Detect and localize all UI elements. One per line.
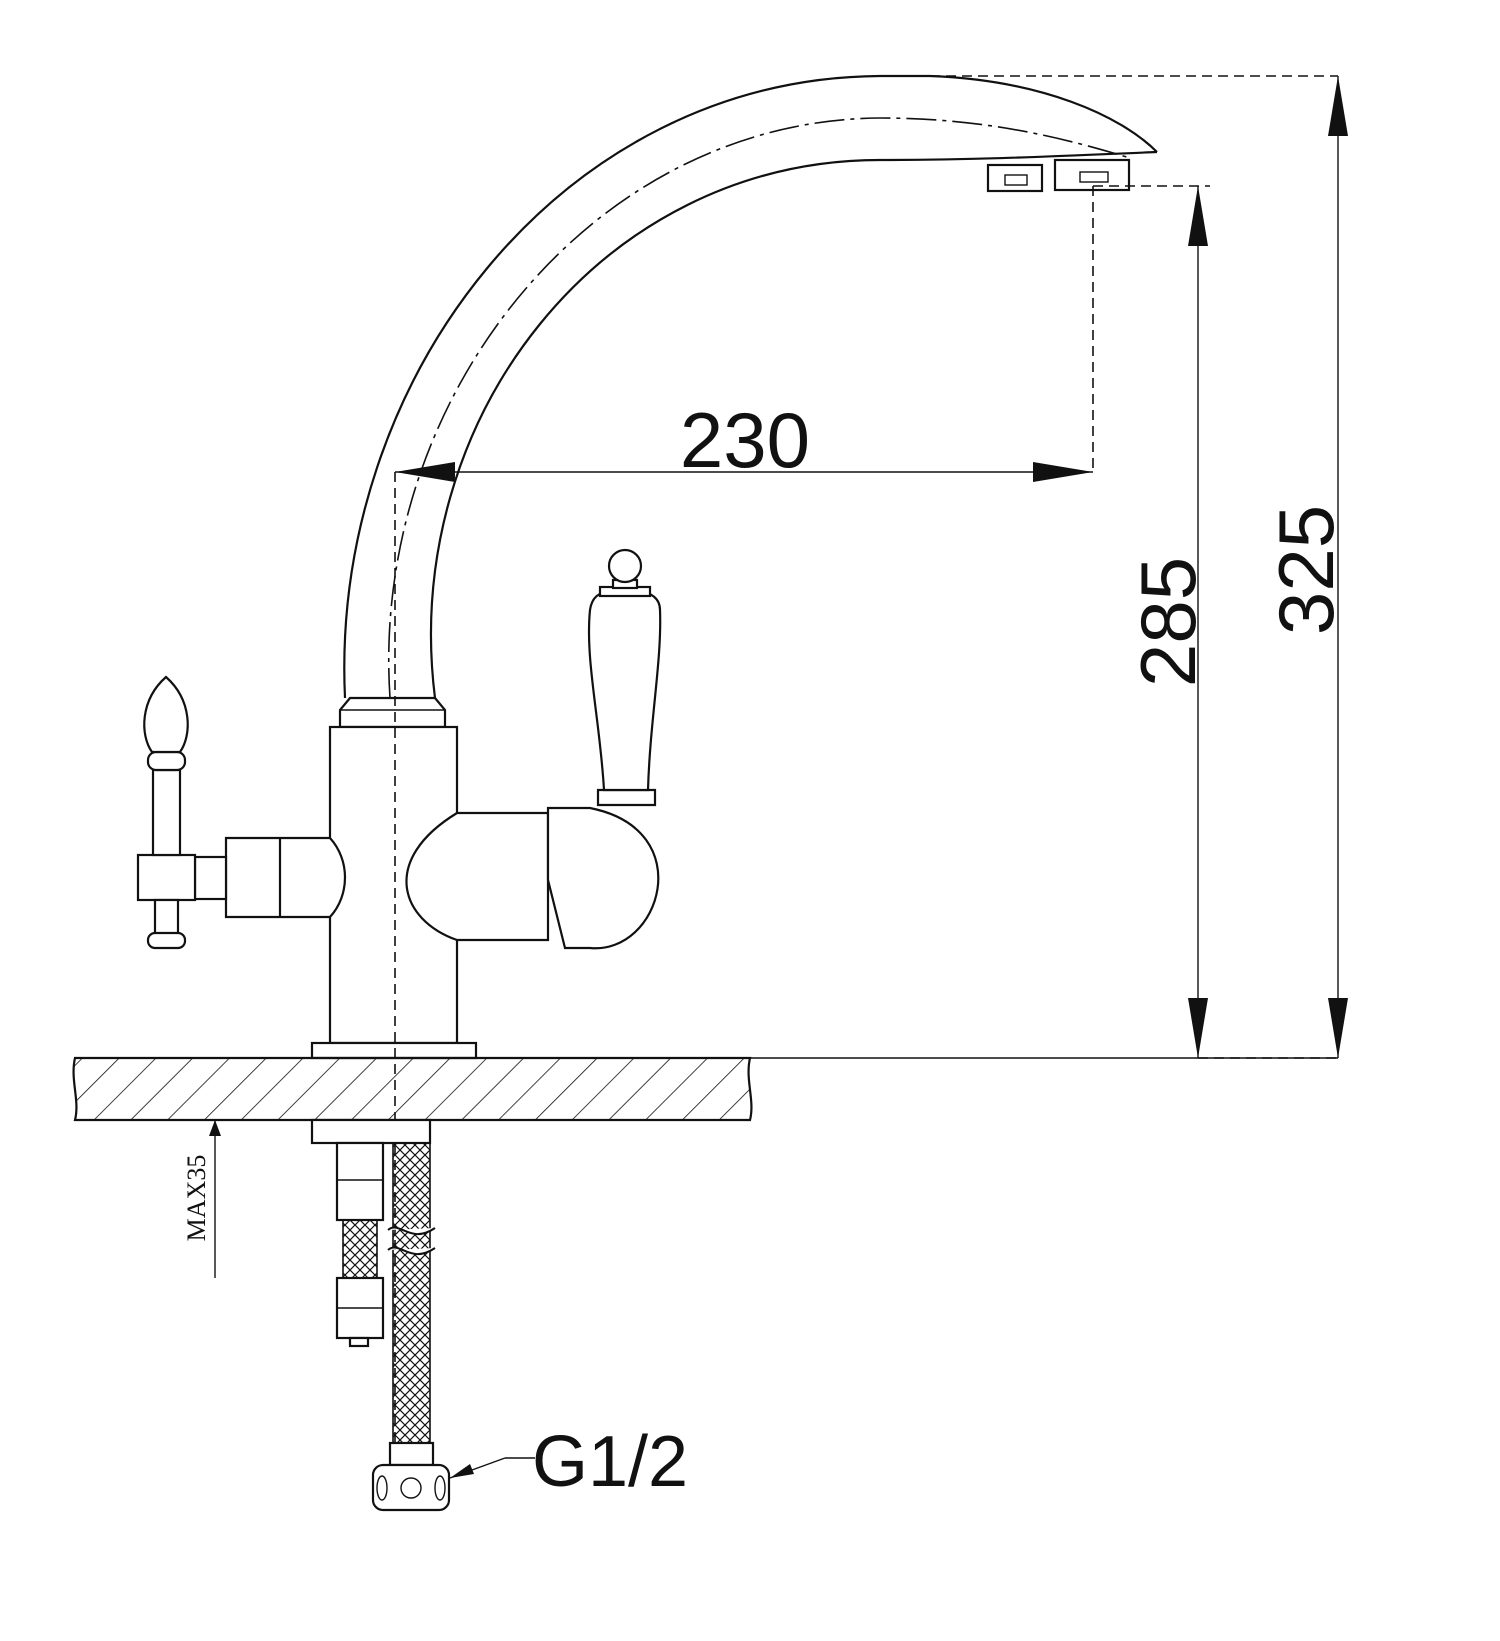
mounting-nut — [335, 1141, 385, 1222]
dimension-total-height: 325 — [930, 75, 1350, 1059]
base-plate — [310, 1041, 478, 1060]
hose-fitting — [371, 1463, 451, 1512]
dimension-label-total-height: 325 — [1262, 505, 1350, 635]
mounting-assembly — [310, 1118, 451, 1512]
thread-callout: G1/2 — [449, 1422, 688, 1502]
thread-label: G1/2 — [532, 1422, 688, 1502]
supply-hose — [392, 1142, 431, 1444]
dimension-outlet-height: 285 — [1093, 185, 1212, 1058]
dimension-reach: 230 — [395, 186, 1094, 484]
left-handle — [136, 675, 347, 950]
spout — [343, 74, 1158, 699]
countertop-section — [72, 1056, 1338, 1122]
dimension-max-thickness: MAX35 — [182, 1120, 221, 1278]
aerator-left — [986, 163, 1044, 193]
aerator-right — [1053, 158, 1131, 192]
right-handle — [405, 548, 662, 950]
dimension-label-outlet-height: 285 — [1124, 557, 1212, 687]
dimension-label-max-thickness: MAX35 — [182, 1155, 211, 1242]
dimension-label-reach: 230 — [680, 396, 810, 484]
threaded-rod — [342, 1219, 378, 1279]
